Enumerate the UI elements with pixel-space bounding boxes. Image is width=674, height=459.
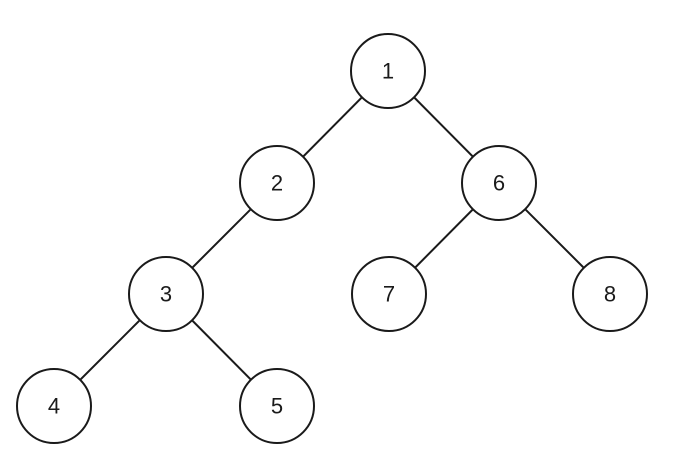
node-circle-8 (572, 256, 648, 332)
node-label-5: 5 (271, 394, 283, 419)
node-circle-3 (128, 256, 204, 332)
tree-node-2: 2 (239, 145, 315, 221)
tree-node-7: 7 (351, 256, 427, 332)
nodes-layer: 1 2 3 4 5 6 7 8 (16, 33, 648, 444)
tree-node-1: 1 (350, 33, 426, 109)
node-label-6: 6 (493, 171, 505, 196)
tree-node-8: 8 (572, 256, 648, 332)
node-label-8: 8 (604, 282, 616, 307)
tree-node-5: 5 (239, 368, 315, 444)
node-label-7: 7 (383, 282, 395, 307)
node-circle-4 (16, 368, 92, 444)
node-label-1: 1 (382, 59, 394, 84)
node-circle-6 (461, 145, 537, 221)
edges-layer (53, 70, 611, 407)
node-circle-5 (239, 368, 315, 444)
tree-node-4: 4 (16, 368, 92, 444)
node-circle-2 (239, 145, 315, 221)
node-circle-1 (350, 33, 426, 109)
node-label-3: 3 (160, 282, 172, 307)
node-label-2: 2 (271, 171, 283, 196)
node-circle-7 (351, 256, 427, 332)
tree-node-3: 3 (128, 256, 204, 332)
tree-node-6: 6 (461, 145, 537, 221)
node-label-4: 4 (48, 394, 60, 419)
